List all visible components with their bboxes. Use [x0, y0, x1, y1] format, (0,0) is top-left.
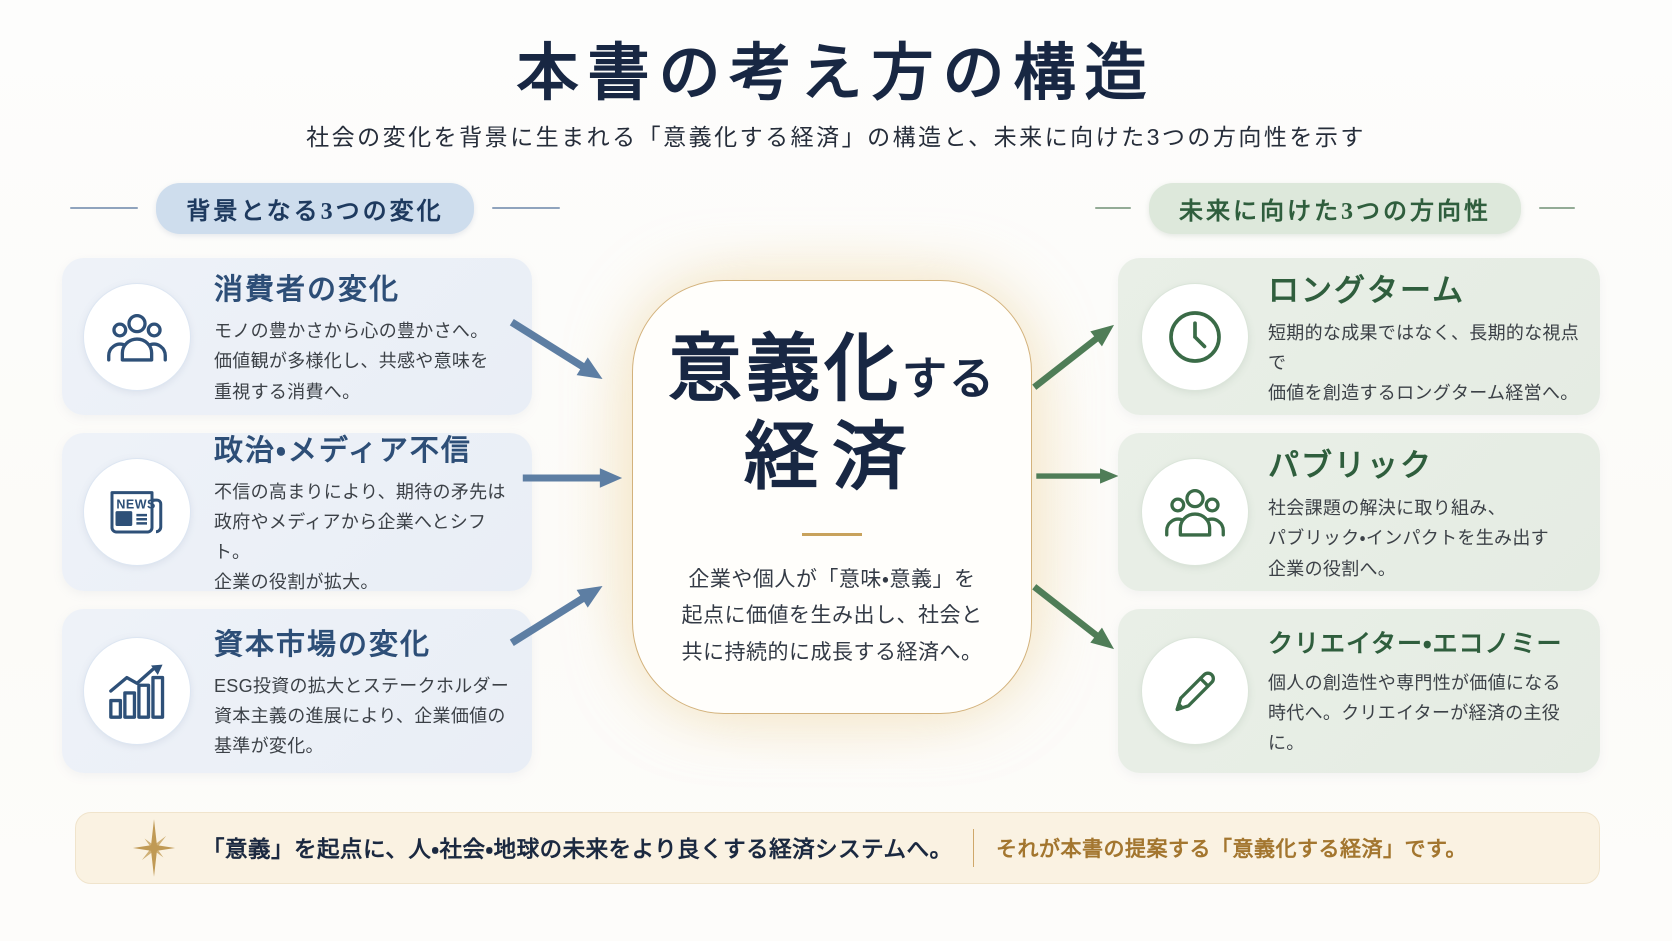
label-dash [491, 207, 560, 209]
card-title: クリエイター・エコノミー [1268, 630, 1563, 658]
conclusion-banner: 「意義」を起点に、人・社会・地球の未来をより良くする経済システムへ。 それが本書… [75, 812, 1600, 884]
card-public: パブリック 社会課題の解決に取り組み、 パブリック・インパクトを生み出す 企業の… [1118, 433, 1600, 591]
pencil-icon [1175, 671, 1215, 712]
center-concept-box: 意義化する 経済 企業や個人が「意味・意義」を 起点に価値を生み出し、社会と 共… [632, 280, 1032, 714]
banner-main-text: 「意義」を起点に、人・社会・地球の未来をより良くする経済システムへ。 [202, 837, 953, 862]
card-body: 短期的な成果ではなく、長期的な視点で 価値を創造するロングターム経営へ。 [1268, 322, 1580, 404]
people-group-icon [1165, 488, 1225, 537]
card-body: 個人の創造性や専門性が価値になる 時代へ。クリエイターが経済の主役に。 [1268, 672, 1561, 754]
card-body: 不信の高まりにより、期待の矛先は 政府やメディアから企業へとシフト。 企業の役割… [214, 481, 506, 593]
card-title: 政治・メディア不信 [214, 434, 472, 467]
arrow-consumer-to-center [498, 307, 615, 394]
arrow-capital-to-center [498, 571, 615, 658]
center-title-suffix: する [901, 354, 996, 404]
card-body: 社会課題の解決に取り組み、 パブリック・インパクトを生み出す 企業の役割へ。 [1268, 498, 1549, 579]
arrow-center-to-longterm [1024, 313, 1124, 399]
arrow-center-to-public [1034, 463, 1120, 489]
card-creator-economy: クリエイター・エコノミー 個人の創造性や専門性が価値になる 時代へ。クリエイター… [1118, 609, 1600, 773]
people-group-icon [107, 313, 167, 362]
card-title: パブリック [1268, 448, 1433, 484]
card-body: モノの豊かさから心の豊かさへ。 価値観が多様化し、共感や意味を 重視する消費へ。 [214, 321, 489, 402]
compass-icon [132, 819, 176, 877]
right-section-label: 未来に向けた3つの方向性 [1149, 182, 1521, 234]
center-title-main: 意義化 [667, 329, 902, 411]
card-capital-market-change: 資本市場の変化 ESG投資の拡大とステークホルダー 資本主義の進展により、企業価… [62, 609, 532, 773]
card-long-term: ロングターム 短期的な成果ではなく、長期的な視点で 価値を創造するロングターム経… [1118, 258, 1600, 415]
icon-circle [1142, 459, 1248, 565]
label-dash [70, 207, 139, 209]
right-section-label-row: 未来に向けた3つの方向性 [1095, 182, 1575, 234]
card-title: ロングターム [1268, 272, 1466, 308]
arrow-distrust-to-center [520, 465, 624, 491]
left-section-label-row: 背景となる3つの変化 [70, 182, 560, 234]
icon-circle [1142, 283, 1248, 390]
icon-circle: NEWS [84, 459, 190, 565]
card-body: ESG投資の拡大とステークホルダー 資本主義の進展により、企業価値の 基準が変化… [214, 675, 510, 757]
card-media-distrust: NEWS 政治・メディア不信 不信の高まりにより、期待の矛先は 政府やメディアか… [62, 433, 532, 592]
page-subtitle: 社会の変化を背景に生まれる「意義化する経済」の構造と、未来に向けた3つの方向性を… [306, 124, 1366, 150]
newspaper-icon: NEWS [110, 491, 163, 534]
icon-circle [84, 638, 190, 744]
icon-circle [1142, 638, 1248, 744]
clock-icon [1169, 310, 1221, 363]
banner-sub-text: それが本書の提案する「意義化する経済」です。 [996, 837, 1467, 861]
gold-divider [802, 533, 862, 536]
news-label: NEWS [116, 497, 156, 511]
card-consumer-change: 消費者の変化 モノの豊かさから心の豊かさへ。 価値観が多様化し、共感や意味を 重… [62, 258, 532, 415]
left-section-label: 背景となる3つの変化 [156, 182, 474, 234]
icon-circle [84, 283, 190, 390]
card-title: 消費者の変化 [214, 274, 401, 307]
center-title-line2: 経済 [744, 417, 920, 499]
center-body: 企業や個人が「意味・意義」を 起点に価値を生み出し、社会と 共に持続的に成長する… [681, 567, 983, 665]
center-title-line1: 意義化する [668, 333, 996, 407]
card-title: 資本市場の変化 [214, 628, 432, 661]
banner-separator [972, 829, 975, 867]
bar-chart-icon [109, 664, 165, 719]
page-title: 本書の考え方の構造 [516, 40, 1156, 108]
label-dash [1095, 207, 1131, 209]
label-dash [1539, 207, 1575, 209]
arrow-center-to-creator [1024, 575, 1124, 661]
